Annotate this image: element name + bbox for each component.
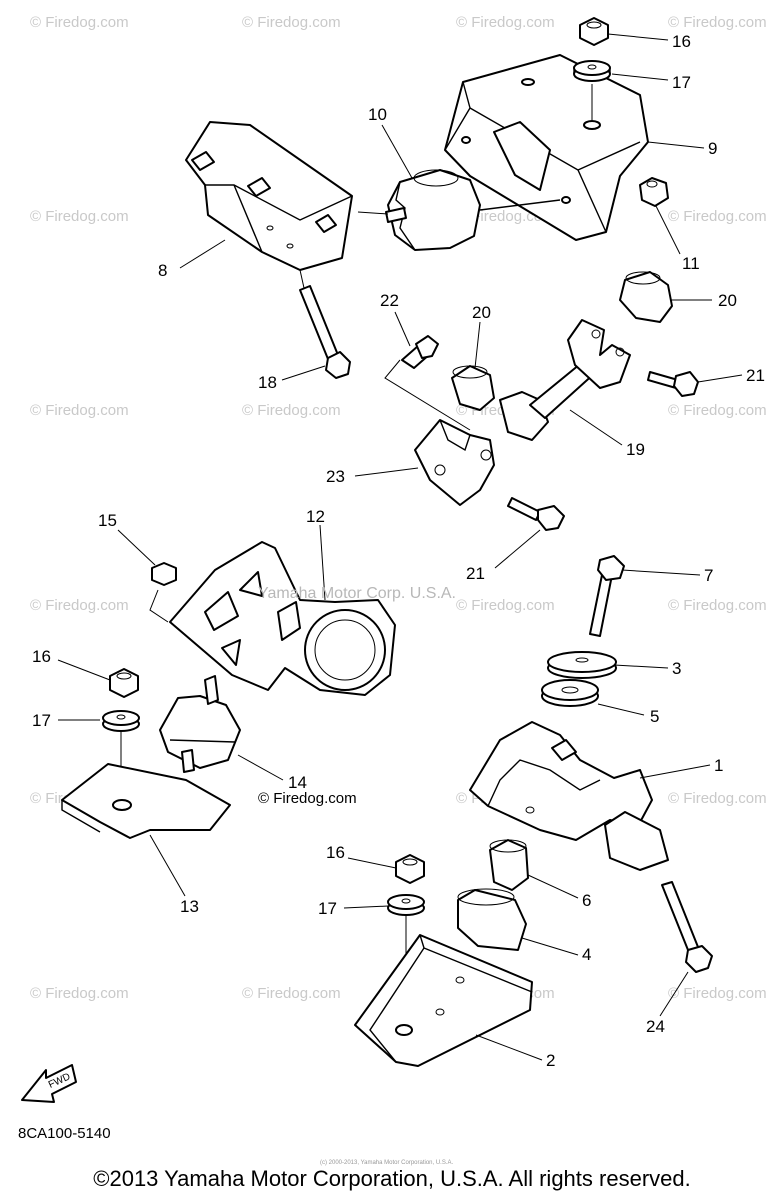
watermark: © Firedog.com <box>668 402 767 419</box>
callout-17-bottom: 17 <box>318 899 337 918</box>
watermark: © Firedog.com <box>30 597 129 614</box>
part-10-damper <box>385 169 561 251</box>
callout-21-upper: 21 <box>746 366 765 385</box>
watermark: © Firedog.com <box>668 597 767 614</box>
part-14-mount <box>159 675 241 773</box>
callout-17-left: 17 <box>32 711 51 730</box>
callout-16: 16 <box>672 32 691 51</box>
callout-19: 19 <box>626 440 645 459</box>
part-20-bushing-right <box>619 271 673 323</box>
callout-11: 11 <box>682 254 700 273</box>
watermark: © Firedog.com <box>668 208 767 225</box>
fwd-arrow-icon: FWD <box>21 1064 77 1103</box>
part-19-link-rod <box>499 319 631 441</box>
watermark: © Firedog.com <box>668 14 767 31</box>
part-21-bolt-lower <box>507 497 565 531</box>
part-7-bolt <box>589 555 625 637</box>
part-16-nut-bottom <box>395 854 425 884</box>
callout-14: 14 <box>288 773 307 792</box>
part-17-washer-top <box>573 60 611 82</box>
callout-16-left: 16 <box>32 647 51 666</box>
callout-6: 6 <box>582 891 592 910</box>
watermark: © Firedog.com <box>668 985 767 1002</box>
watermark: © Firedog.com <box>668 790 767 807</box>
part-12-bracket <box>169 541 396 696</box>
part-9-bracket <box>444 54 649 241</box>
callout-17: 17 <box>672 73 691 92</box>
callout-13: 13 <box>180 897 199 916</box>
watermark: © Firedog.com <box>456 597 555 614</box>
watermark: © Firedog.com <box>30 985 129 1002</box>
part-23-bracket <box>414 419 495 506</box>
part-1-bracket <box>469 721 669 871</box>
callout-20-right: 20 <box>718 291 737 310</box>
center-watermark: Yamaha Motor Corp. U.S.A. <box>258 585 456 602</box>
part-17-washer-left <box>102 710 140 732</box>
callout-22: 22 <box>380 291 399 310</box>
callout-9: 9 <box>708 139 718 158</box>
part-16-nut-left <box>109 668 139 698</box>
mid-credit: © Firedog.com <box>258 790 357 807</box>
watermark: © Firedog.com <box>242 402 341 419</box>
callout-1: 1 <box>714 756 724 775</box>
part-13-plate <box>61 763 231 839</box>
part-24-bolt <box>661 881 713 973</box>
part-20-bushing-left <box>451 365 495 411</box>
part-17-washer-bottom <box>387 894 425 916</box>
part-18-bolt <box>299 285 351 379</box>
leader-lines <box>57 33 743 1061</box>
copyright: ©2013 Yamaha Motor Corporation, U.S.A. A… <box>93 1166 691 1191</box>
callout-18: 18 <box>258 373 277 392</box>
callout-4: 4 <box>582 945 592 964</box>
diagram-code: 8CA100-5140 <box>18 1125 111 1142</box>
callout-3: 3 <box>672 659 682 678</box>
callout-20-left: 20 <box>472 303 491 322</box>
callout-23: 23 <box>326 467 345 486</box>
part-15-nut <box>151 562 177 586</box>
callout-12: 12 <box>306 507 325 526</box>
callout-15: 15 <box>98 511 117 530</box>
watermark: © Firedog.com <box>242 985 341 1002</box>
watermark: © Firedog.com <box>456 14 555 31</box>
part-4-mount <box>457 888 527 951</box>
callout-10: 10 <box>368 105 387 124</box>
callout-2: 2 <box>546 1051 556 1070</box>
callout-16-bottom: 16 <box>326 843 345 862</box>
callout-7: 7 <box>704 566 714 585</box>
part-11-collar <box>639 177 669 207</box>
part-22-bolt <box>401 335 439 369</box>
part-3-washer <box>547 651 617 679</box>
watermark: © Firedog.com <box>30 402 129 419</box>
callout-21-lower: 21 <box>466 564 485 583</box>
watermark: © Firedog.com <box>30 208 129 225</box>
callout-24: 24 <box>646 1017 665 1036</box>
part-6-bushing <box>489 839 529 891</box>
tiny-copyright: (c) 2000-2013, Yamaha Motor Corporation,… <box>320 1160 454 1166</box>
part-21-bolt-upper <box>647 371 699 397</box>
watermark: © Firedog.com <box>242 14 341 31</box>
part-16-nut-top <box>579 17 609 46</box>
callout-8: 8 <box>158 261 168 280</box>
part-8-bracket <box>185 121 353 271</box>
watermark: © Firedog.com <box>30 14 129 31</box>
callout-5: 5 <box>650 707 660 726</box>
part-2-bracket <box>354 934 533 1067</box>
part-5-washer <box>541 679 599 707</box>
